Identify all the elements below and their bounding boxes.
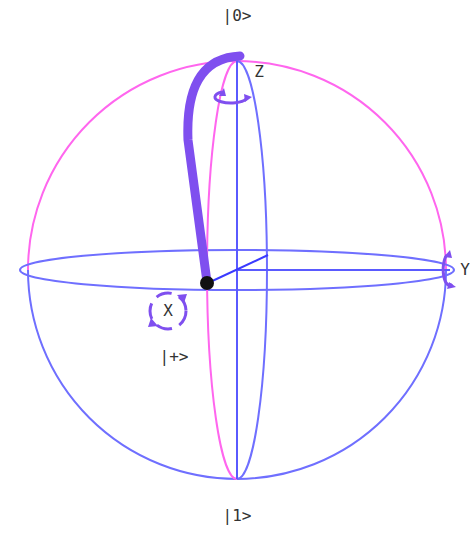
axis-label: Z <box>254 64 264 80</box>
state-label: |+> <box>160 349 189 365</box>
state-label: |0> <box>223 8 252 24</box>
state-label: |1> <box>223 508 252 524</box>
axis-label: Y <box>460 262 470 278</box>
axis-label: X <box>163 303 173 319</box>
